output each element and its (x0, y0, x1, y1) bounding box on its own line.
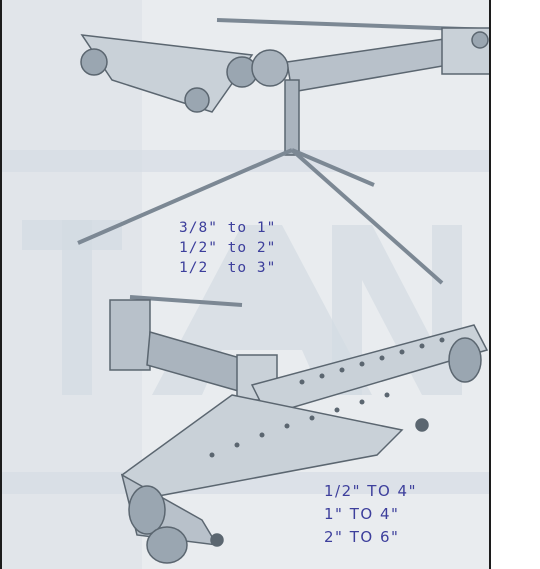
capacity-line: 1/2" TO 4" (324, 482, 417, 500)
illustration (2, 0, 489, 569)
tripod-bender-capacities: 3/8" to 1" 1/2" to 2" 1/2 to 3" (179, 218, 276, 278)
right-margin (491, 0, 540, 569)
capacity-line: 3/8" to 1" (179, 220, 277, 236)
floor-bender (109, 295, 489, 564)
capacity-line: 1/2 to 3" (179, 260, 277, 276)
capacity-line: 2" TO 6" (324, 528, 400, 546)
floor-bender-capacities: 1/2" TO 4" 1" TO 4" 2" TO 6" (324, 480, 417, 549)
tripod-bender (77, 18, 489, 285)
capacity-line: 1/2" to 2" (179, 240, 277, 256)
product-panel: 3/8" to 1" 1/2" to 2" 1/2 to 3" 1/2" TO … (0, 0, 491, 569)
capacity-line: 1" TO 4" (324, 505, 400, 523)
